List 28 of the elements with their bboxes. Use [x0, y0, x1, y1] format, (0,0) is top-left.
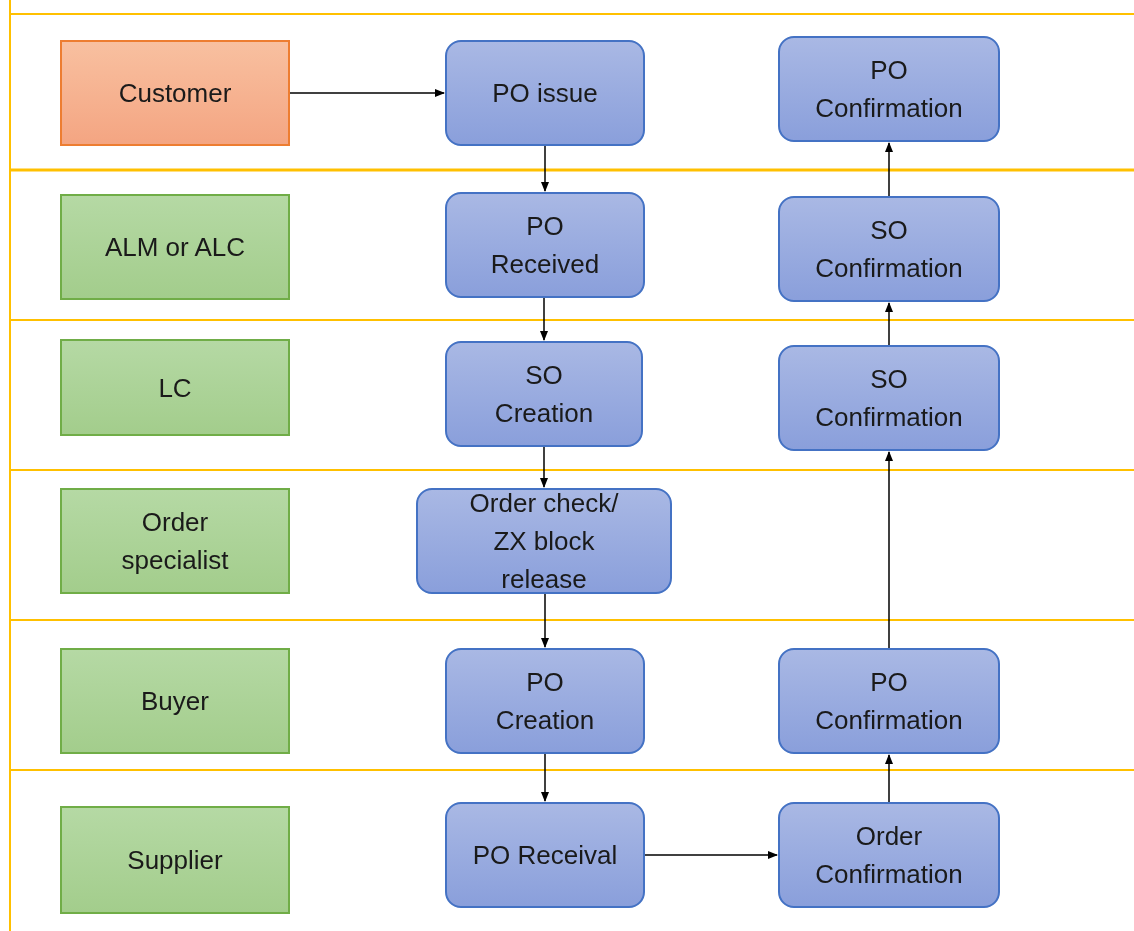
arrow	[541, 145, 549, 192]
process-box: SO Confirmation	[778, 196, 1000, 302]
arrow	[644, 851, 778, 859]
role-box: Customer	[60, 40, 290, 146]
arrow	[541, 753, 549, 802]
process-box: PO Creation	[445, 648, 645, 754]
arrow	[885, 302, 893, 346]
role-box: Order specialist	[60, 488, 290, 594]
arrow	[885, 142, 893, 197]
arrow	[541, 593, 549, 648]
process-box: PO Receival	[445, 802, 645, 908]
process-box: PO Confirmation	[778, 648, 1000, 754]
arrow	[540, 446, 548, 488]
role-box: LC	[60, 339, 290, 436]
process-box: PO Received	[445, 192, 645, 298]
process-box: SO Creation	[445, 341, 643, 447]
process-box: PO issue	[445, 40, 645, 146]
process-box: Order Confirmation	[778, 802, 1000, 908]
role-box: ALM or ALC	[60, 194, 290, 300]
process-box: PO Confirmation	[778, 36, 1000, 142]
process-box: SO Confirmation	[778, 345, 1000, 451]
arrow	[885, 754, 893, 803]
role-box: Supplier	[60, 806, 290, 914]
arrow	[540, 297, 548, 341]
arrow	[885, 451, 893, 649]
role-box: Buyer	[60, 648, 290, 754]
arrow	[289, 89, 445, 97]
process-box: Order check/ ZX block release	[416, 488, 672, 594]
